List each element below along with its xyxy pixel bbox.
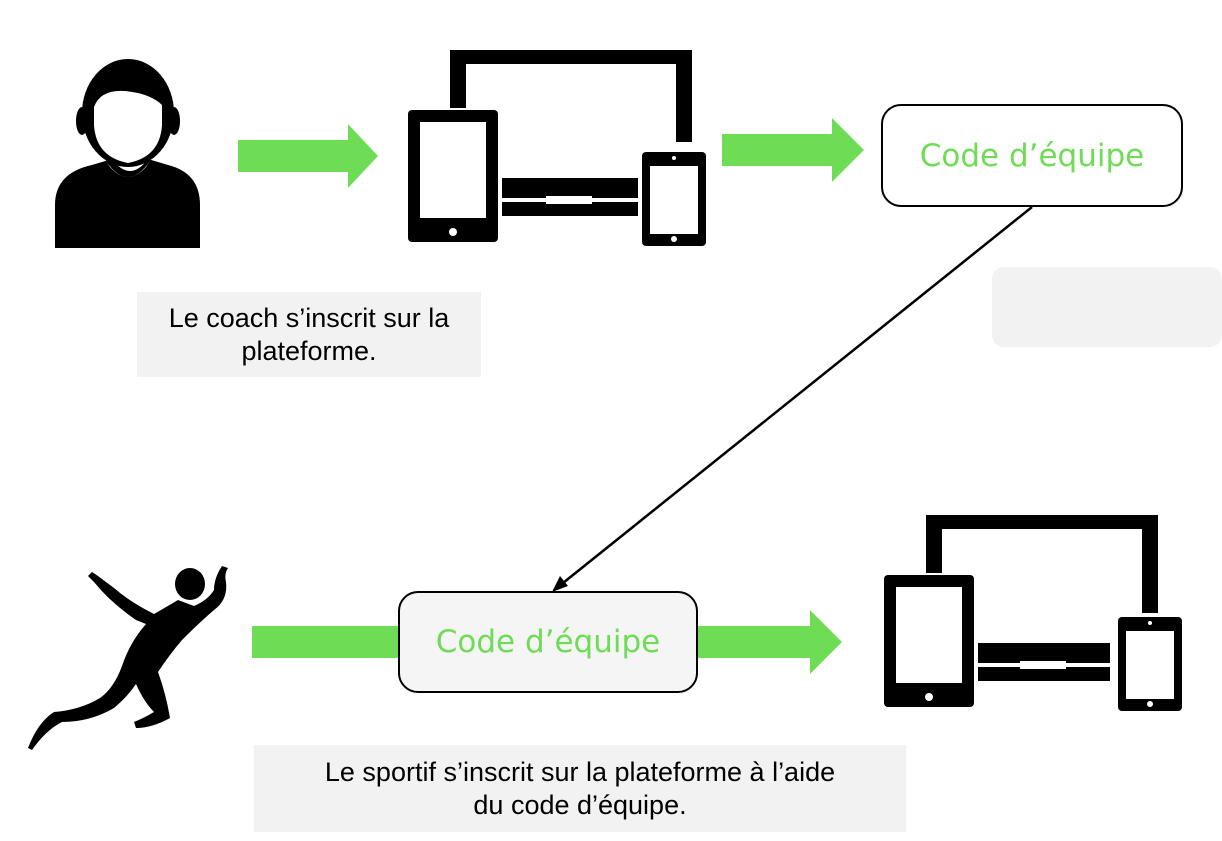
athlete-caption: Le sportif s’inscrit sur la plateforme à… [254, 745, 906, 832]
team-code-box-top: Code d’équipe [881, 104, 1183, 207]
devices-icon [408, 50, 706, 246]
flow-arrow-1 [238, 124, 378, 188]
runner-icon [28, 566, 228, 750]
flow-arrow-2 [722, 118, 864, 182]
coach-person-icon [55, 59, 200, 248]
coach-caption: Le coach s’inscrit sur la plateforme. [137, 292, 481, 377]
flow-arrow-4 [698, 610, 842, 674]
team-code-label-top: Code d’équipe [919, 137, 1145, 174]
devices-icon [884, 515, 1182, 711]
team-code-box-bottom: Code d’équipe [398, 591, 698, 693]
flow-arrow-3 [252, 626, 400, 658]
team-code-label-bottom: Code d’équipe [435, 624, 661, 660]
empty-placeholder-box [992, 267, 1222, 347]
